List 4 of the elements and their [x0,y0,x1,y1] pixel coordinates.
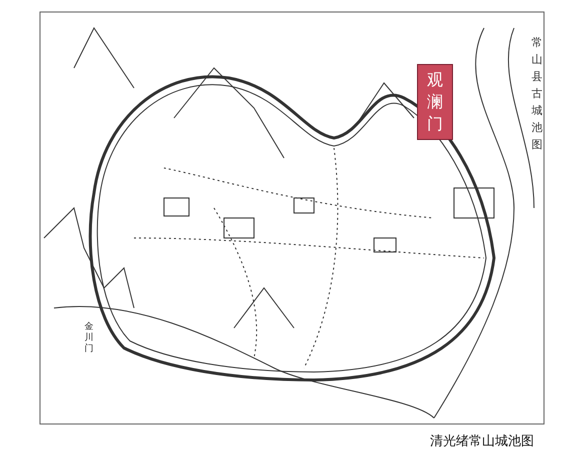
caption: 清光绪常山城池图 [430,433,534,450]
gate-label: 观澜门 [417,64,453,140]
map-title: 常山县古城池图 [531,35,543,153]
place-label: 金川门 [84,322,94,355]
